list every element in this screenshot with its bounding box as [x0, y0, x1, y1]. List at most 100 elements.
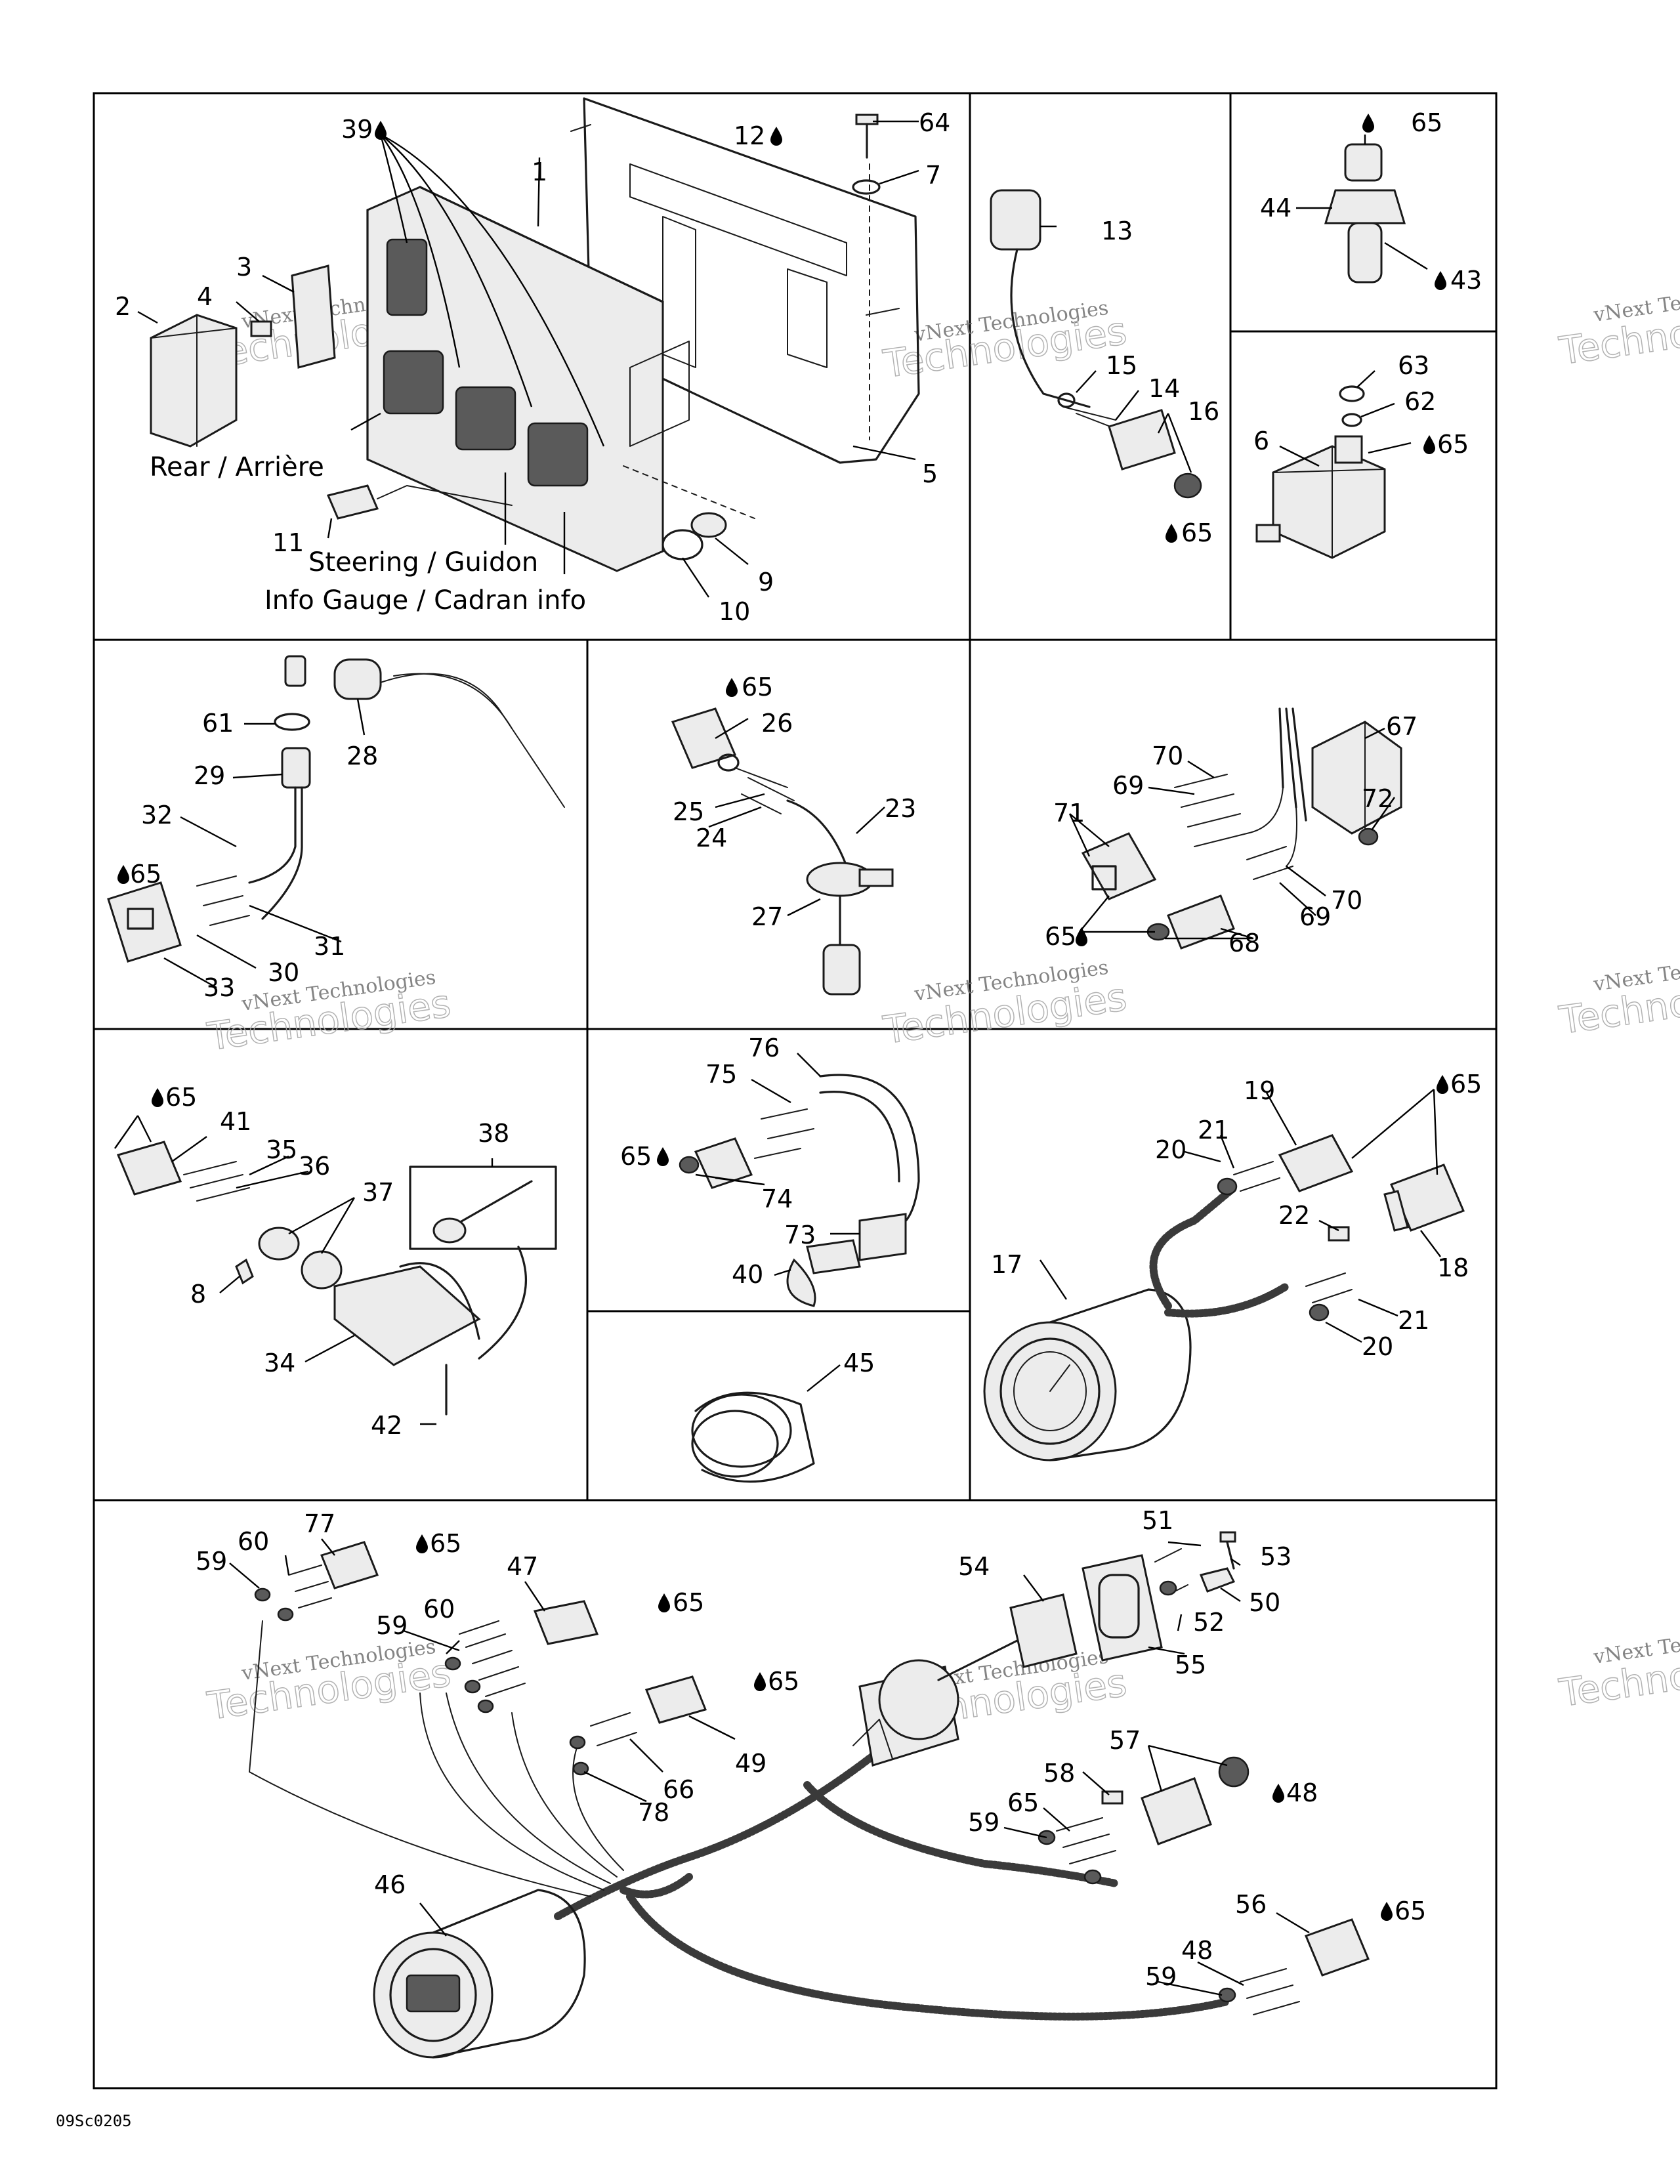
figure-code: 09Sc0205: [56, 2112, 132, 2130]
callout-65-h: 65: [620, 1142, 652, 1171]
callout-23: 23: [885, 794, 916, 823]
lanyard-drawing: [107, 655, 565, 989]
callout-7: 7: [925, 161, 941, 190]
callout-34: 34: [264, 1349, 295, 1377]
callout-20-b: 20: [1362, 1332, 1393, 1361]
callout-20-a: 20: [1155, 1135, 1186, 1164]
drop-icon: [1362, 114, 1374, 133]
callout-30: 30: [268, 958, 299, 987]
callout-58: 58: [1043, 1759, 1075, 1788]
callout-62: 62: [1404, 387, 1436, 416]
callout-56: 56: [1235, 1890, 1267, 1919]
callout-68: 68: [1228, 929, 1260, 957]
callout-65-b: 65: [1411, 108, 1442, 137]
callout-65-n: 65: [1395, 1897, 1426, 1925]
callout-12: 12: [734, 121, 765, 150]
rear-label: Rear / Arrière: [150, 452, 324, 482]
callout-numbers: 39 1 12 64 7 3 2 4 13 15 14 16 65 44 43 …: [115, 108, 1482, 1991]
callout-33: 33: [203, 973, 235, 1002]
callout-15: 15: [1106, 351, 1137, 380]
callout-53: 53: [1260, 1542, 1292, 1571]
panel-frames: [93, 92, 1498, 2090]
callout-39: 39: [341, 115, 373, 144]
info-gauge-label: Info Gauge / Cadran info: [264, 585, 586, 616]
callout-41: 41: [220, 1107, 251, 1136]
callout-37: 37: [362, 1178, 394, 1207]
callout-65-m: 48: [1286, 1778, 1318, 1807]
drop-icon: [1076, 927, 1087, 946]
callout-65-f: 65: [1045, 922, 1076, 951]
callout-11: 11: [272, 528, 304, 557]
callout-5: 5: [922, 459, 938, 488]
callout-65-d: 65: [130, 860, 161, 889]
callout-48-b: 48: [1181, 1936, 1213, 1965]
callout-45: 45: [843, 1349, 875, 1377]
callout-32: 32: [141, 801, 173, 830]
callout-59-b: 59: [376, 1611, 408, 1640]
callout-59-c: 59: [968, 1808, 999, 1837]
callout-59-d: 59: [1145, 1962, 1177, 1991]
callout-44: 44: [1260, 194, 1292, 222]
callout-22: 22: [1278, 1201, 1310, 1230]
callout-59-a: 59: [196, 1547, 227, 1576]
callout-19: 19: [1244, 1076, 1275, 1105]
sensor-27-drawing: [671, 707, 894, 996]
callout-65-c: 65: [1437, 430, 1469, 459]
callout-76: 76: [748, 1034, 780, 1062]
sensor-13-drawing: [990, 189, 1202, 499]
callout-74: 74: [761, 1185, 793, 1213]
callout-26: 26: [761, 709, 793, 738]
callout-40: 40: [732, 1260, 763, 1289]
callout-73: 73: [784, 1221, 816, 1250]
callout-65-g: 65: [165, 1083, 197, 1112]
callout-43: 43: [1450, 266, 1482, 295]
gauge-17-drawing: [983, 1089, 1465, 1461]
callout-55: 55: [1175, 1650, 1206, 1679]
drop-icon: [1381, 1902, 1393, 1921]
sensor-73-drawing: [679, 1053, 920, 1307]
steering-label: Steering / Guidon: [308, 547, 538, 578]
callout-63: 63: [1398, 351, 1429, 380]
callout-78: 78: [638, 1798, 669, 1827]
callout-36: 36: [299, 1152, 330, 1181]
callout-70-a: 70: [1152, 742, 1183, 770]
drop-icon: [770, 127, 782, 146]
callout-9: 9: [758, 568, 774, 597]
callout-66: 66: [663, 1775, 694, 1804]
callout-50: 50: [1249, 1588, 1280, 1617]
callout-57: 57: [1109, 1726, 1141, 1755]
drop-icon: [1437, 1075, 1448, 1094]
ecu-labels: Rear / Arrière Steering / Guidon Info Ga…: [150, 452, 586, 616]
callout-54: 54: [958, 1552, 990, 1581]
callout-65-i: 65: [1450, 1070, 1482, 1099]
callout-61: 61: [202, 709, 234, 738]
solenoid-6-drawing: [1255, 370, 1412, 559]
callout-65-a: 65: [1181, 518, 1213, 547]
callout-3: 3: [236, 253, 252, 282]
callout-4: 4: [197, 282, 213, 311]
callout-48-a: 65: [1007, 1788, 1039, 1817]
callout-27: 27: [751, 902, 783, 931]
callout-49: 49: [735, 1749, 766, 1778]
callout-47: 47: [507, 1552, 538, 1581]
callout-65-l: 65: [768, 1667, 799, 1696]
drop-icon: [754, 1672, 766, 1691]
callout-67: 67: [1386, 712, 1418, 741]
callout-52: 52: [1193, 1608, 1225, 1637]
callout-60-a: 60: [238, 1527, 269, 1556]
drop-icon: [1435, 271, 1446, 290]
callout-24: 24: [696, 824, 727, 852]
callout-21-b: 21: [1398, 1306, 1429, 1335]
callout-69-b: 69: [1299, 902, 1331, 931]
drop-icon: [416, 1534, 428, 1553]
callout-2: 2: [115, 292, 131, 321]
callout-71: 71: [1053, 799, 1085, 828]
callout-6: 6: [1253, 427, 1269, 455]
ecu-module-drawing: [137, 97, 920, 598]
switch-34-drawing: [114, 1115, 557, 1425]
callout-70-b: 70: [1331, 886, 1362, 915]
callout-10: 10: [719, 597, 750, 626]
callout-77: 77: [304, 1509, 335, 1538]
drop-icon: [152, 1088, 163, 1107]
watermarks: vNext Technologies Technologies vNext Te…: [204, 277, 1680, 1739]
